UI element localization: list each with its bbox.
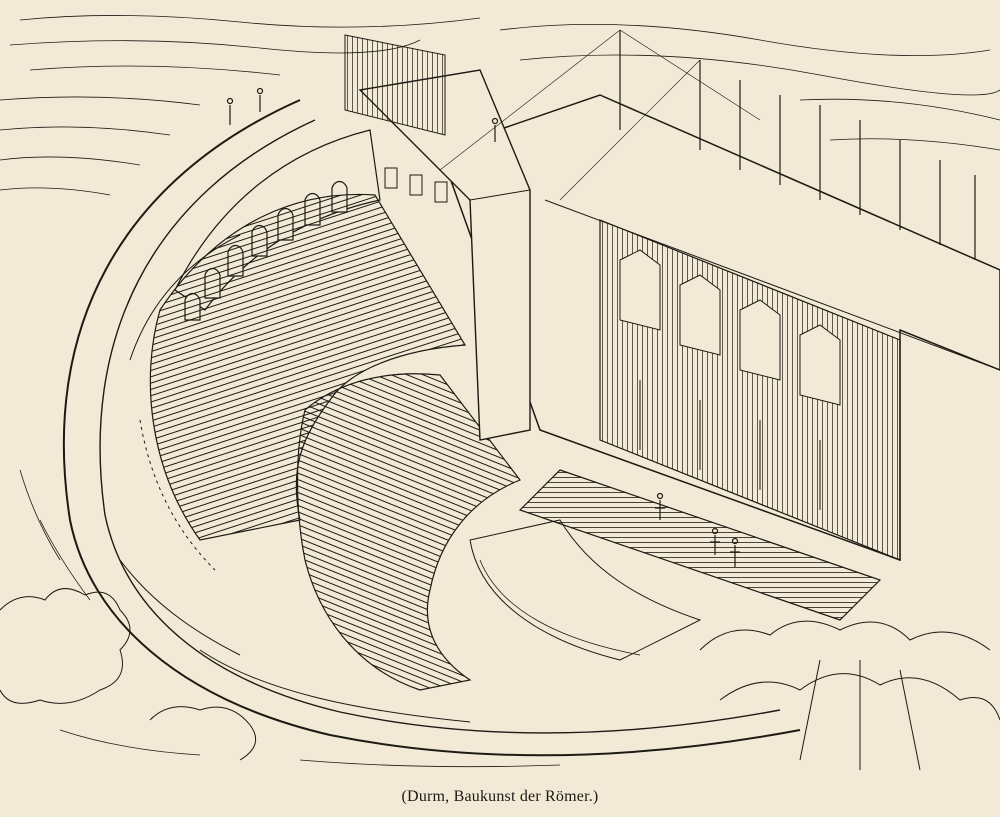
orchestra bbox=[469, 519, 702, 661]
figures bbox=[226, 87, 740, 567]
side-tower bbox=[344, 34, 531, 441]
walkway bbox=[129, 234, 241, 361]
cavea-outer-walls bbox=[62, 99, 801, 757]
roman-theatre-engraving bbox=[0, 15, 1000, 771]
landscape-background bbox=[0, 15, 1000, 196]
lower-seating bbox=[296, 373, 521, 691]
foliage bbox=[0, 588, 1000, 771]
image-caption: (Durm, Baukunst der Römer.) bbox=[401, 788, 599, 805]
base-terrain bbox=[19, 469, 561, 768]
awning-poles bbox=[439, 29, 976, 260]
stage-platform bbox=[518, 469, 882, 621]
